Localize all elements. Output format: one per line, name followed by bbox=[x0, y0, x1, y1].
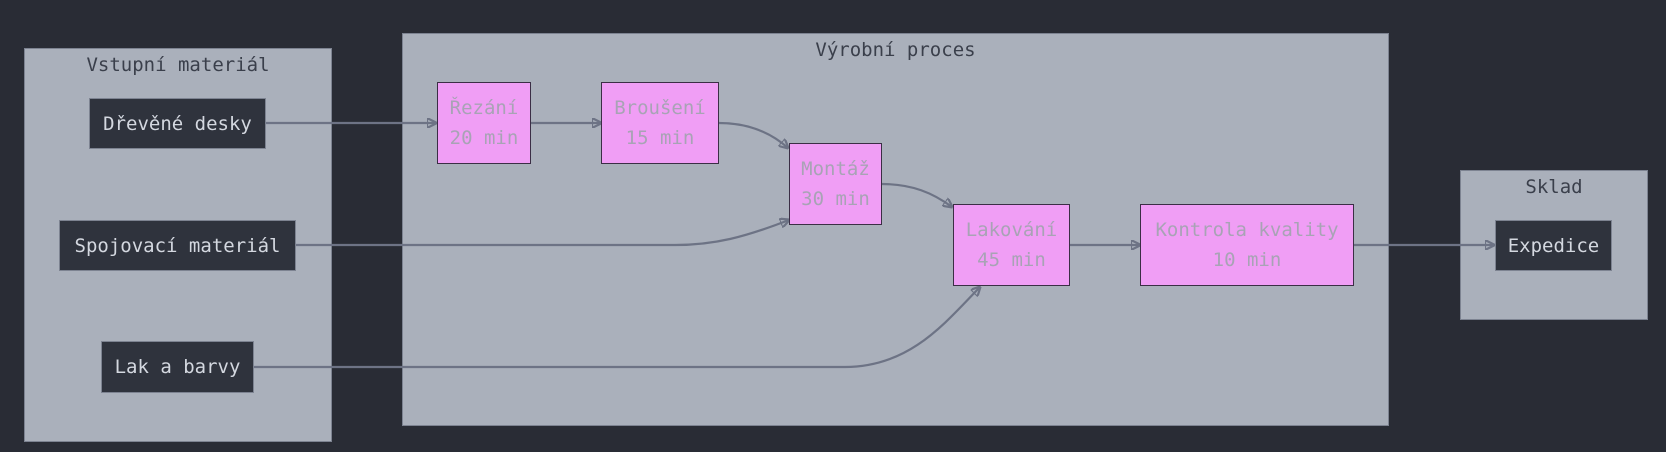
edge-paints-to-lacquering bbox=[254, 287, 980, 369]
edge-sanding-to-assembly bbox=[718, 121, 788, 148]
node-label: Montáž bbox=[801, 158, 870, 180]
node-label: Dřevěné desky bbox=[103, 112, 252, 135]
node-wooden-boards[interactable]: Dřevěné desky bbox=[89, 98, 266, 149]
node-sanding[interactable]: Broušení 15 min bbox=[601, 82, 719, 164]
node-label: Řezání bbox=[449, 97, 519, 119]
node-duration: 10 min bbox=[1212, 249, 1282, 271]
edge-fasteners-to-assembly bbox=[296, 220, 789, 247]
edge-assembly-to-lacquering bbox=[881, 182, 952, 207]
node-shipping[interactable]: Expedice bbox=[1495, 220, 1612, 271]
node-quality-control[interactable]: Kontrola kvality 10 min bbox=[1140, 204, 1354, 286]
node-duration: 20 min bbox=[449, 127, 519, 149]
node-label: Expedice bbox=[1507, 234, 1600, 257]
group-title: Vstupní materiál bbox=[86, 54, 270, 76]
node-label: Spojovací materiál bbox=[74, 234, 281, 257]
group-title: Výrobní proces bbox=[815, 39, 976, 61]
node-cutting[interactable]: Řezání 20 min bbox=[437, 82, 531, 164]
node-fasteners[interactable]: Spojovací materiál bbox=[59, 220, 296, 271]
node-lacquering[interactable]: Lakování 45 min bbox=[953, 204, 1070, 286]
group-title: Sklad bbox=[1525, 176, 1583, 198]
node-duration: 45 min bbox=[977, 249, 1046, 271]
node-label: Kontrola kvality bbox=[1155, 219, 1339, 241]
node-lacquer-paints[interactable]: Lak a barvy bbox=[101, 341, 254, 393]
node-duration: 15 min bbox=[625, 127, 695, 149]
node-label: Broušení bbox=[614, 97, 706, 119]
node-assembly[interactable]: Montáž 30 min bbox=[789, 143, 882, 225]
node-duration: 30 min bbox=[801, 188, 870, 210]
node-label: Lak a barvy bbox=[114, 356, 241, 378]
node-label: Lakování bbox=[965, 219, 1058, 241]
